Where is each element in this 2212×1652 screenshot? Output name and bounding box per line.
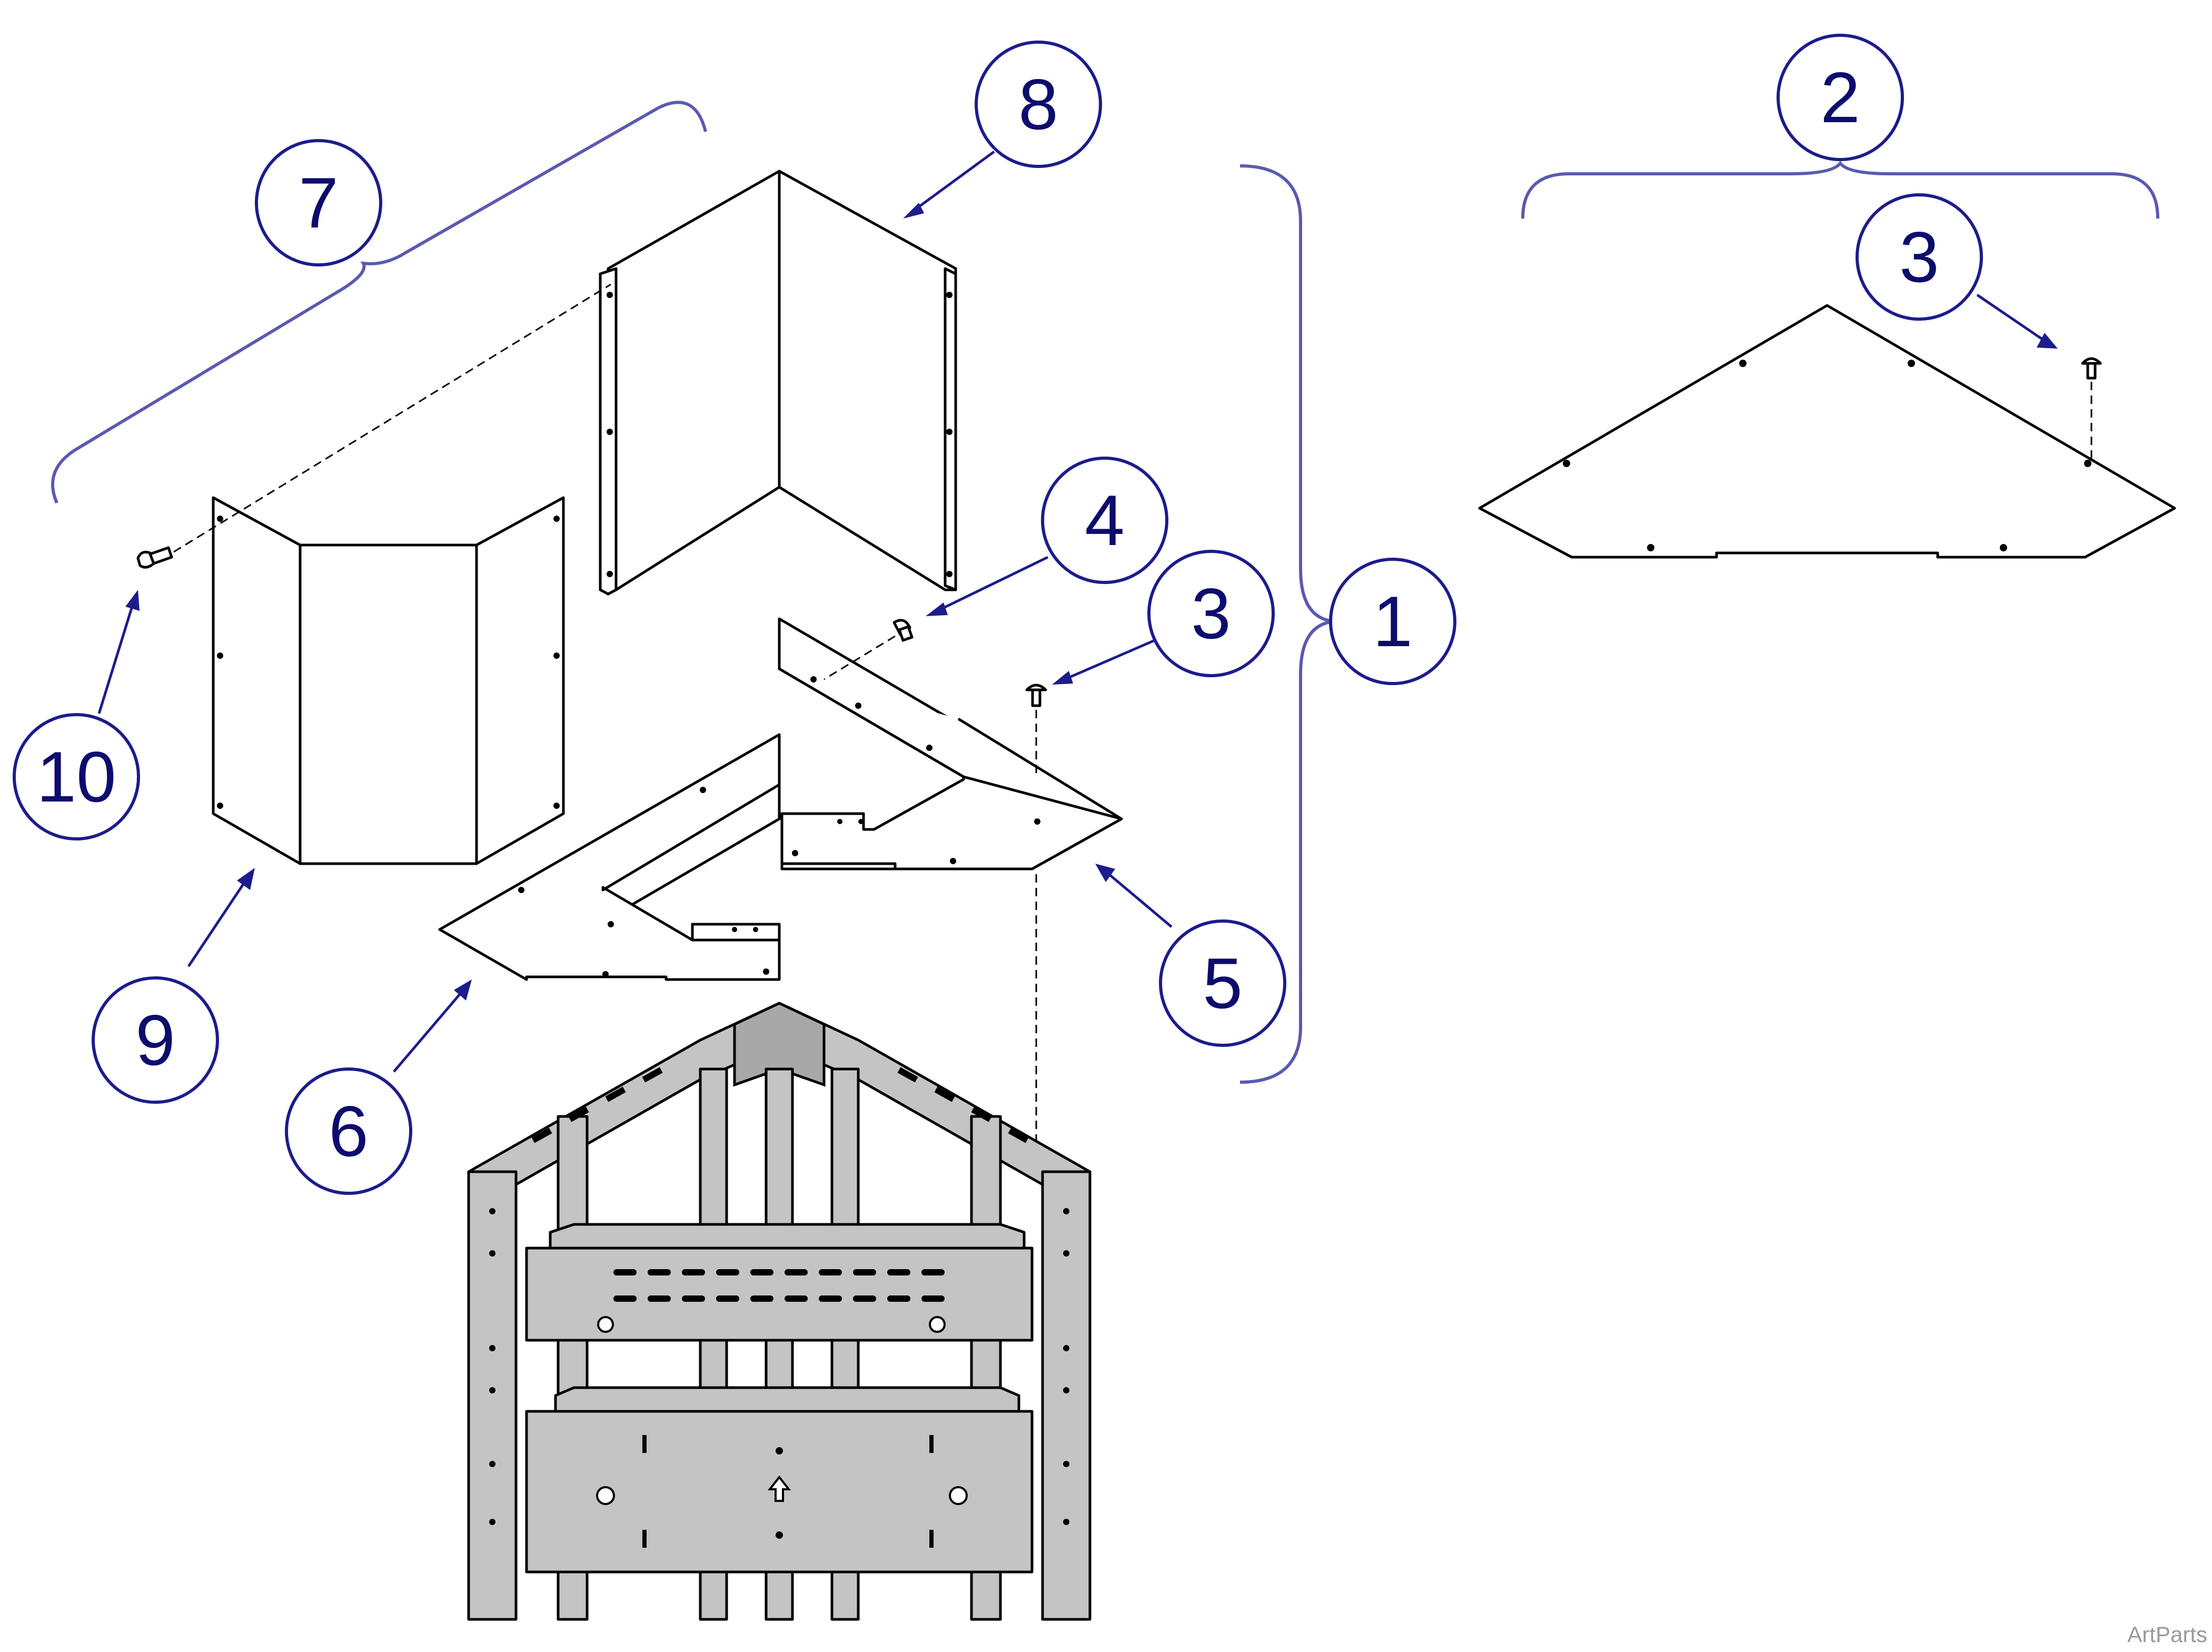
top-panel-assembly	[1478, 304, 2176, 559]
callout-1: 1	[1329, 558, 1456, 685]
callout-5: 5	[1159, 919, 1286, 1047]
callout-1-label: 1	[1373, 581, 1413, 661]
callout-6: 6	[285, 1067, 412, 1195]
brace-assembly-2	[1521, 161, 2159, 219]
cart-frame	[467, 1002, 1092, 1621]
screw-icon	[2081, 357, 2102, 380]
callout-6-label: 6	[329, 1091, 369, 1171]
callout-2: 2	[1777, 34, 1904, 161]
callout-3-top-panel: 3	[1856, 193, 1983, 321]
screw-icon	[892, 619, 914, 642]
leader-lines	[97, 150, 2058, 1073]
callout-4: 4	[1041, 457, 1168, 584]
front-corner-panel	[212, 496, 565, 865]
corner-back-panel	[599, 170, 957, 596]
watermark: ArtParts	[2127, 1622, 2207, 1647]
callout-2-label: 2	[1820, 57, 1860, 137]
left-corner-bracket	[438, 733, 781, 981]
callout-9-label: 9	[135, 1000, 175, 1080]
callout-9: 9	[92, 976, 219, 1104]
callout-3-label: 3	[1899, 217, 1939, 297]
screw-icon	[1025, 684, 1047, 707]
up-arrow-icon	[767, 1475, 791, 1502]
screw-icon	[136, 546, 173, 569]
callout-10: 10	[13, 713, 140, 840]
callout-8-label: 8	[1018, 64, 1058, 144]
top-panel	[1478, 304, 2176, 559]
right-corner-bracket	[778, 617, 1123, 870]
brace-assembly-7	[51, 101, 707, 504]
callout-8: 8	[975, 41, 1102, 168]
callout-7-label: 7	[299, 163, 339, 243]
callout-7: 7	[255, 139, 382, 266]
callout-4-label: 4	[1085, 480, 1125, 560]
callout-3-label: 3	[1191, 573, 1231, 654]
callout-5-label: 5	[1203, 943, 1243, 1023]
callout-3-assembly: 3	[1147, 550, 1275, 677]
callout-10-label: 10	[36, 737, 116, 817]
